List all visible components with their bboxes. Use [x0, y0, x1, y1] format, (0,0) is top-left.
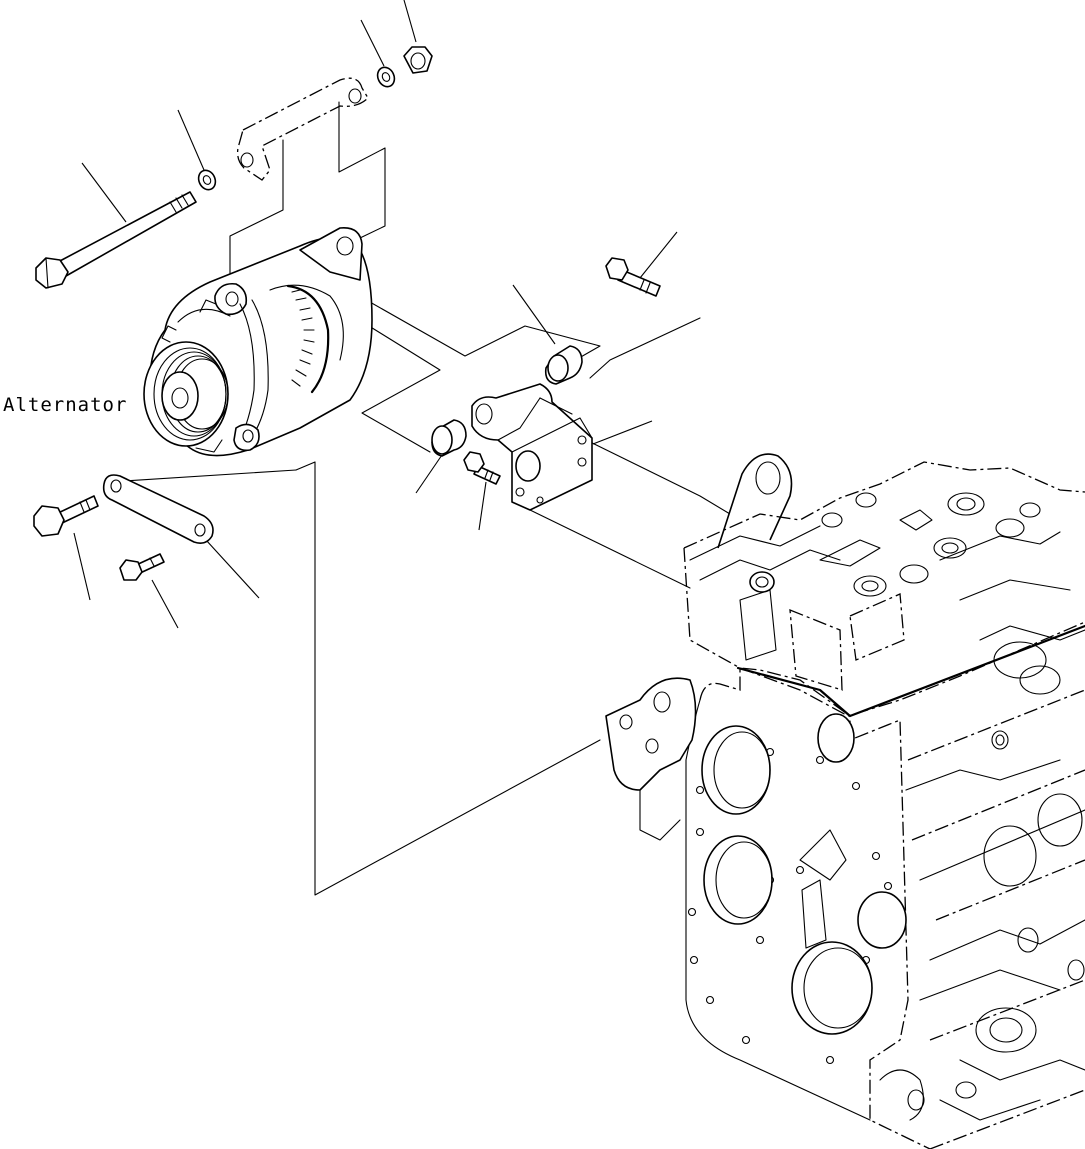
bolt-icon	[463, 451, 501, 485]
washer-icon	[197, 169, 217, 191]
spacer-icon	[544, 345, 583, 385]
leader-lines	[73, 0, 678, 629]
bolt-icon	[605, 257, 661, 297]
alternator-label: Alternator	[3, 394, 128, 416]
washer-icon	[376, 66, 396, 88]
plate-icon	[236, 77, 369, 181]
bolt-icon	[35, 191, 197, 289]
bolt-icon	[33, 495, 99, 537]
bracket-icon	[471, 383, 593, 511]
hex-nut-icon	[403, 46, 433, 74]
alternator-icon	[143, 227, 373, 457]
engine-icon	[605, 453, 1085, 1149]
bolt-icon	[119, 553, 165, 581]
spacer-icon	[431, 419, 467, 457]
link-icon	[102, 474, 214, 544]
